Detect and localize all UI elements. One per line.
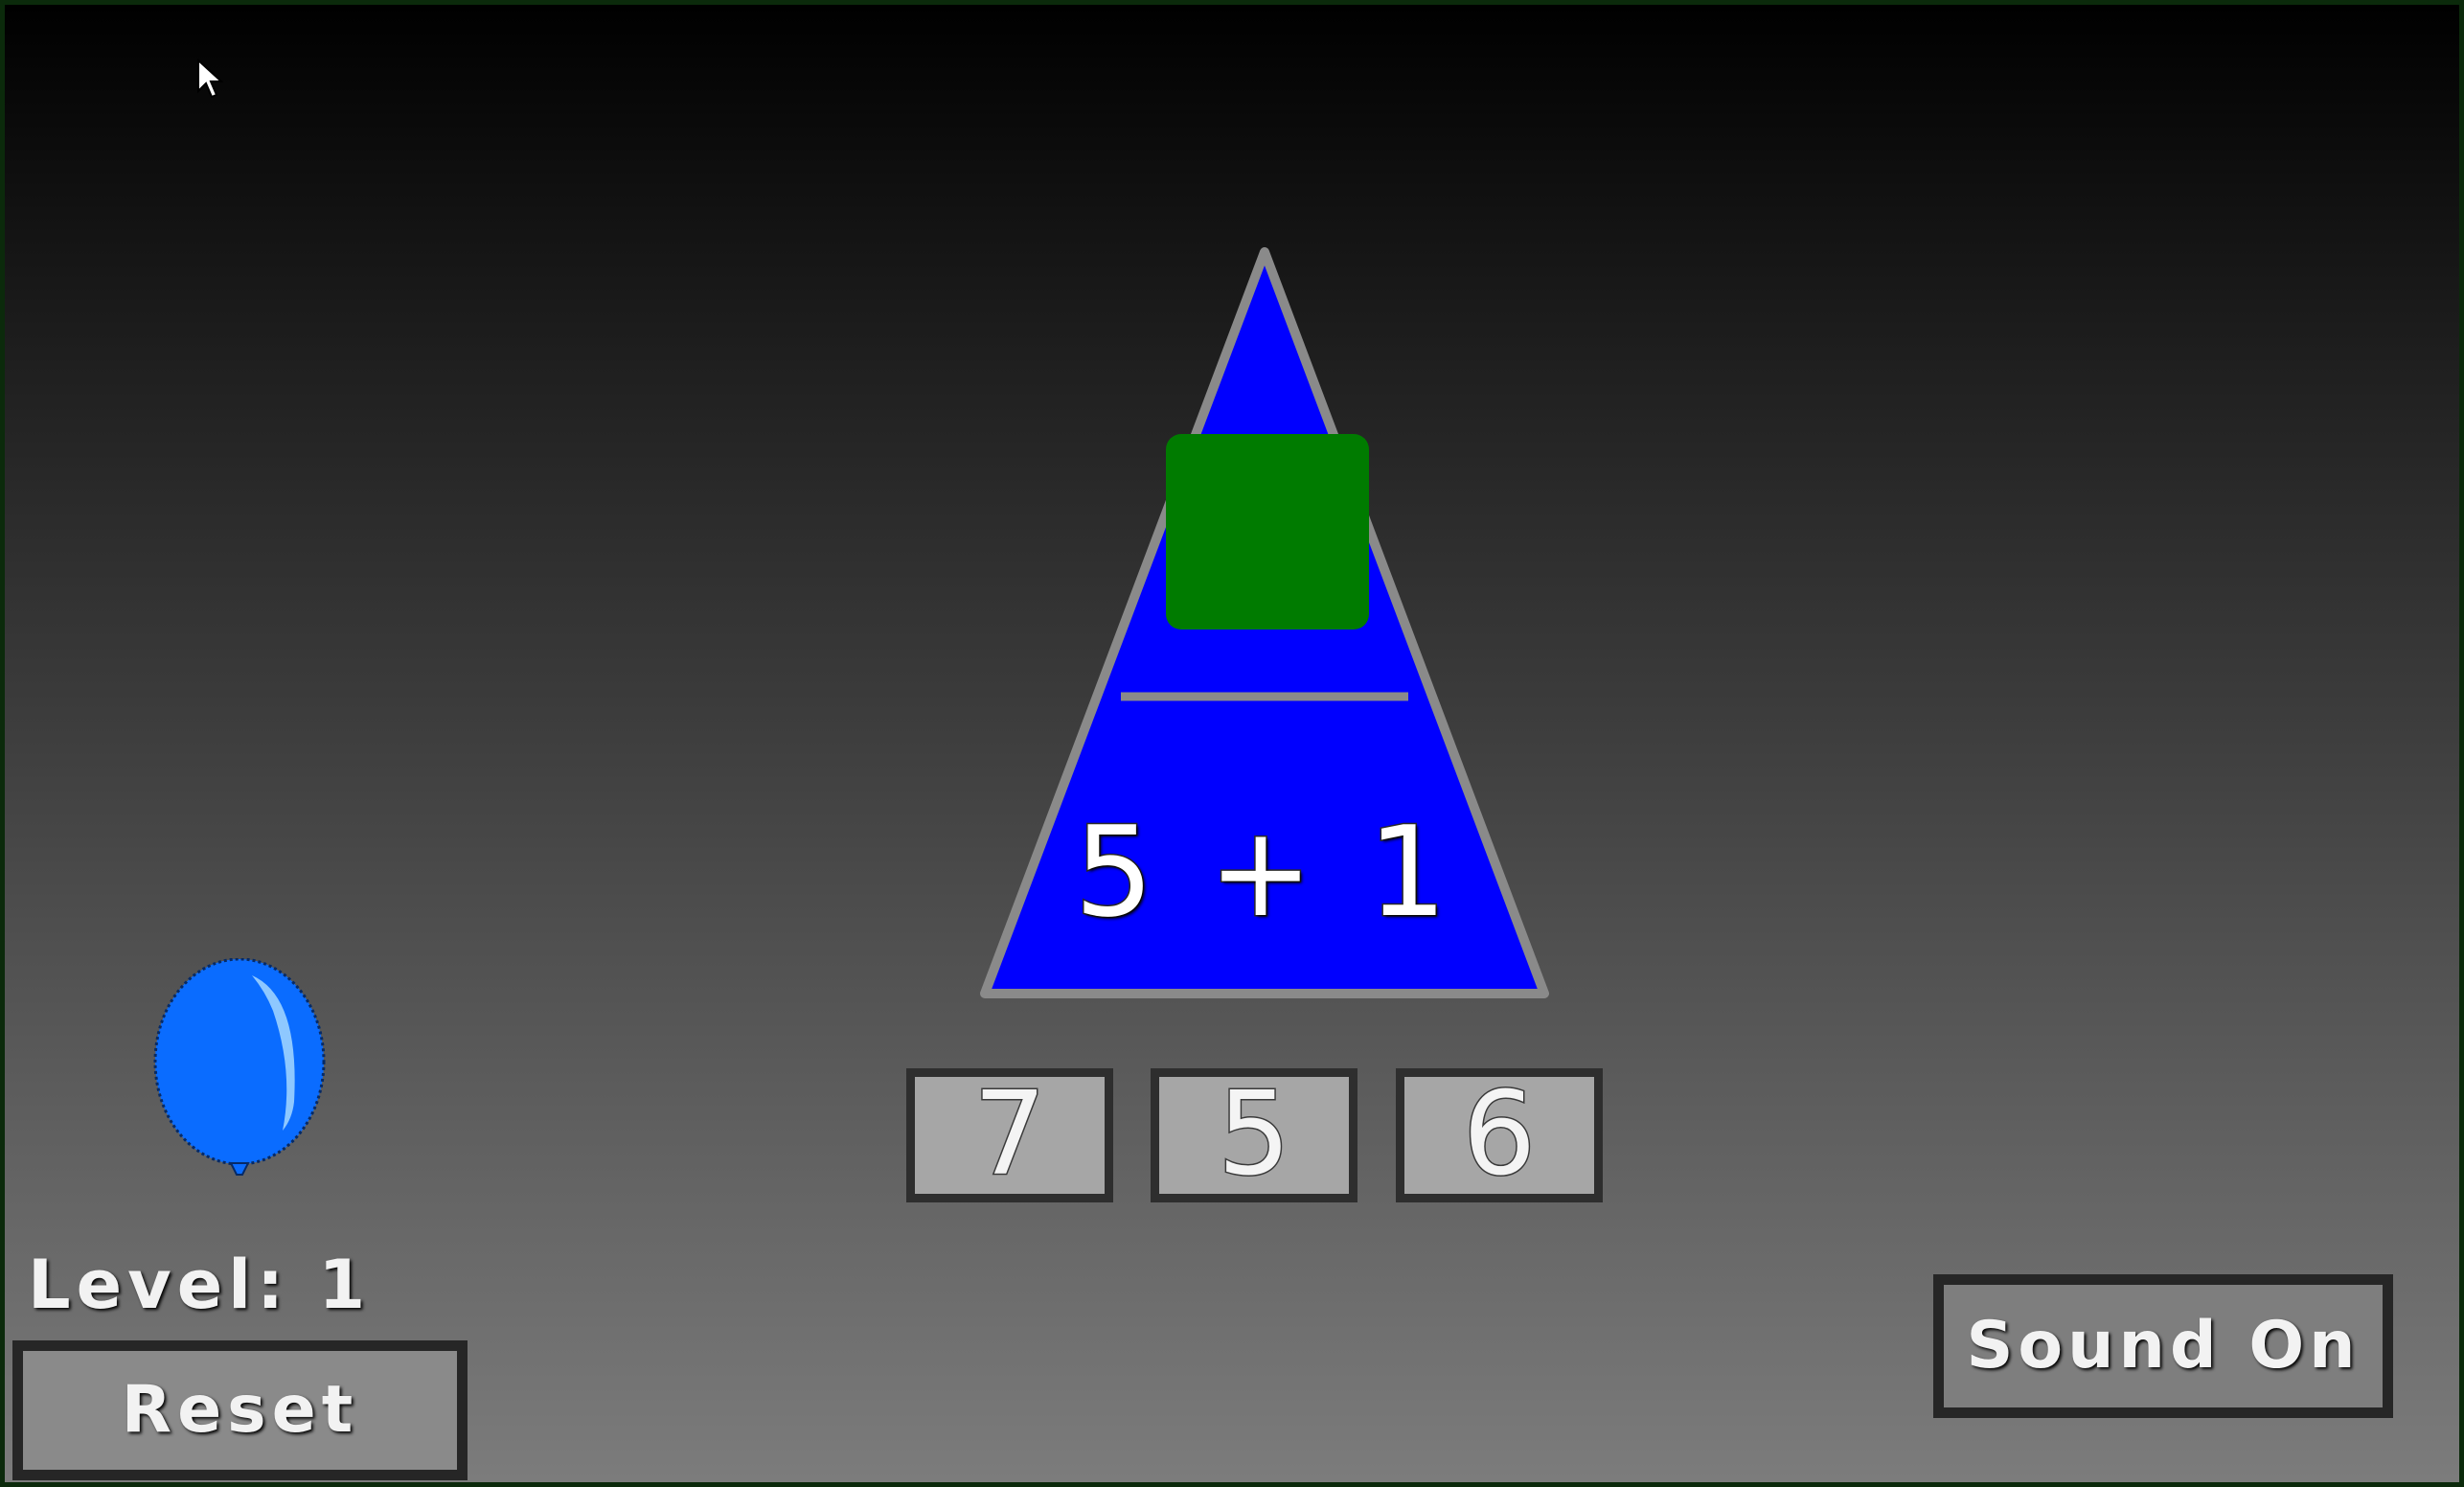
choice-button-3[interactable]: 6: [1396, 1068, 1603, 1202]
reset-button[interactable]: Reset: [12, 1340, 468, 1480]
sound-toggle-button[interactable]: Sound On: [1933, 1274, 2393, 1418]
level-indicator: Level: 1: [28, 1246, 372, 1324]
choice-button-2[interactable]: 5: [1151, 1068, 1357, 1202]
choice-button-1[interactable]: 7: [906, 1068, 1113, 1202]
blue-balloon-icon: [153, 958, 326, 1176]
answer-slot[interactable]: [1166, 434, 1369, 629]
mouse-pointer-icon: [197, 58, 224, 99]
equation-text: 5 + 1: [1073, 799, 1455, 946]
